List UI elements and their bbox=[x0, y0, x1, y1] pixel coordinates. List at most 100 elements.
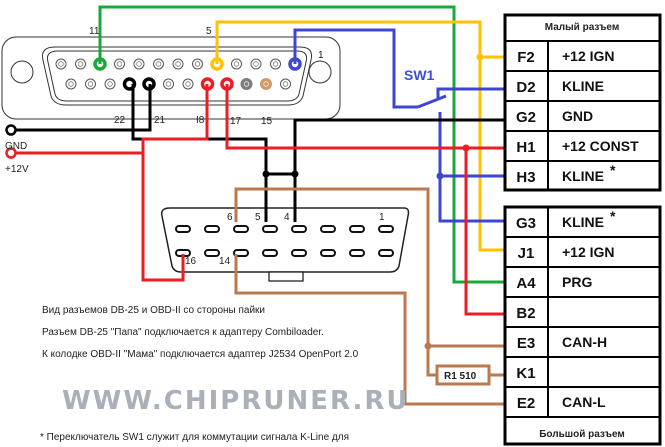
v12-label: +12V bbox=[5, 164, 29, 175]
small-connector-title: Малый разъем bbox=[545, 22, 619, 33]
note-line-1: Вид разъемов DB-25 и OBD-II со стороны п… bbox=[42, 305, 265, 316]
db25-pin-4 bbox=[231, 58, 242, 70]
db25-pin-15 bbox=[260, 78, 272, 90]
obd2-pin-9 bbox=[378, 249, 394, 257]
db25-pin-14 bbox=[280, 78, 291, 90]
db25-pin-3-inner bbox=[253, 61, 259, 67]
db25-pin-8 bbox=[153, 58, 164, 70]
switch-sw1-label: SW1 bbox=[404, 67, 435, 83]
obd2-pin-7 bbox=[204, 225, 220, 233]
db25-pin-15-label: 15 bbox=[261, 116, 273, 127]
db25-pin-20-inner bbox=[165, 81, 172, 87]
watermark: WWW.CHIPRUNER.RU bbox=[62, 386, 410, 416]
junction-blue-h3 bbox=[436, 172, 444, 180]
switch-sw1-lever bbox=[417, 94, 447, 109]
db25-pin-21-label: 21 bbox=[154, 115, 166, 126]
small-connector-pin-name: KLINE bbox=[562, 78, 604, 94]
small-connector-pin-code: H3 bbox=[516, 169, 535, 186]
note-line-2: Разъем DB-25 "Папа" подключается к адапт… bbox=[42, 327, 324, 338]
wire-blue-kline-in bbox=[293, 28, 418, 109]
resistor-r1 bbox=[435, 364, 491, 386]
junction-yellow-f2 bbox=[476, 53, 484, 61]
big-connector-pin-code: B2 bbox=[516, 305, 535, 322]
wire-green-prg bbox=[98, 5, 508, 284]
db25-pin-24 bbox=[85, 78, 96, 90]
db25-pin-6 bbox=[192, 58, 203, 70]
wire-red-b2 bbox=[464, 148, 508, 316]
db25-pin-5-label: 5 bbox=[206, 26, 212, 37]
big-connector-pin-name: KLINE bbox=[562, 214, 604, 230]
obd2-connector bbox=[160, 207, 410, 282]
small-connector-asterisk: * bbox=[610, 162, 616, 178]
small-connector-pin-code: D2 bbox=[516, 79, 535, 96]
db25-pin-9-inner bbox=[136, 61, 142, 67]
big-connector-pin-name: +12 IGN bbox=[562, 244, 615, 260]
db25-pin-10-inner bbox=[116, 61, 123, 67]
obd2-pin-1 bbox=[378, 225, 394, 233]
db25-pin-25-inner bbox=[68, 81, 74, 87]
db25-pin-25 bbox=[65, 78, 77, 90]
wire-blue-g3 bbox=[438, 112, 508, 223]
wire-black-g2 bbox=[293, 118, 508, 222]
db25-pin-4-inner bbox=[233, 61, 240, 67]
db25-pin-12-inner bbox=[77, 61, 84, 67]
db25-pin-18-label: I8 bbox=[196, 115, 205, 126]
obd2-pin-4-label: 4 bbox=[284, 212, 290, 223]
small-connector-pin-name: +12 CONST bbox=[562, 138, 639, 154]
db25-pin-13-inner bbox=[58, 61, 64, 67]
junction-brown-e3 bbox=[424, 342, 432, 350]
db25-pin-24-inner bbox=[87, 81, 94, 87]
v12-terminal bbox=[5, 147, 17, 159]
obd2-pin-10 bbox=[349, 249, 365, 257]
small-connector-pin-name: KLINE bbox=[562, 168, 604, 184]
big-connector-asterisk: * bbox=[610, 208, 616, 224]
junctions bbox=[262, 53, 484, 350]
db25-pin-23-inner bbox=[107, 81, 113, 87]
gnd-terminal bbox=[5, 124, 17, 136]
obd2-shell bbox=[160, 207, 410, 273]
db25-pin-7 bbox=[172, 58, 184, 70]
wire-red-12v-obd16 bbox=[12, 151, 185, 282]
resistor-r1-label: R1 510 bbox=[444, 371, 477, 382]
wire-black-gnd-terminal bbox=[12, 84, 152, 132]
db25-face-outer bbox=[42, 46, 312, 106]
small-connector-pin-code: F2 bbox=[517, 49, 535, 66]
big-connector-pin-name: PRG bbox=[562, 274, 592, 290]
db25-mount-hole-left bbox=[10, 60, 34, 84]
big-connector-pin-code: E2 bbox=[517, 395, 535, 412]
big-connector-pin-code: G3 bbox=[516, 215, 536, 232]
db25-pin-10 bbox=[114, 58, 125, 70]
db25-pin-23 bbox=[104, 78, 116, 90]
db25-pin-20 bbox=[163, 78, 174, 90]
wire-brown-r1 bbox=[426, 346, 437, 377]
obd2-pin-4 bbox=[291, 225, 307, 233]
obd2-pin-5-label: 5 bbox=[255, 212, 261, 223]
obd2-pin-14-label: 14 bbox=[219, 256, 231, 267]
db25-pin-8-inner bbox=[155, 61, 162, 67]
small-connector-pin-code: G2 bbox=[516, 109, 536, 126]
db25-pin-14-inner bbox=[282, 81, 289, 87]
db25-pin-12 bbox=[75, 58, 86, 70]
db25-pin-19-inner bbox=[185, 81, 191, 87]
db25-pin-6-inner bbox=[194, 61, 201, 67]
gnd-label: GND bbox=[5, 141, 27, 152]
db25-pin-16 bbox=[240, 78, 253, 90]
obd2-pin-3 bbox=[320, 225, 336, 233]
db25-pin-19 bbox=[182, 78, 194, 90]
db25-pin-2-inner bbox=[272, 61, 279, 67]
junction-red-b2 bbox=[462, 144, 470, 152]
junction-black-right bbox=[291, 170, 299, 178]
small-connector-pin-code: H1 bbox=[516, 139, 535, 156]
db25-pin-15-inner bbox=[263, 81, 269, 87]
wire-brown-canh bbox=[234, 187, 508, 348]
obd2-key-tab bbox=[268, 271, 304, 282]
obd2-pin-16-label: 16 bbox=[185, 256, 197, 267]
big-connector-pin-name: CAN-H bbox=[562, 334, 607, 350]
db25-pin-9 bbox=[133, 58, 145, 70]
db25-mount-hole-right bbox=[308, 60, 332, 84]
db25-pin-2 bbox=[270, 58, 281, 70]
wire-blue-d2 bbox=[436, 87, 508, 100]
obd2-pin-1-label: 1 bbox=[379, 212, 385, 223]
